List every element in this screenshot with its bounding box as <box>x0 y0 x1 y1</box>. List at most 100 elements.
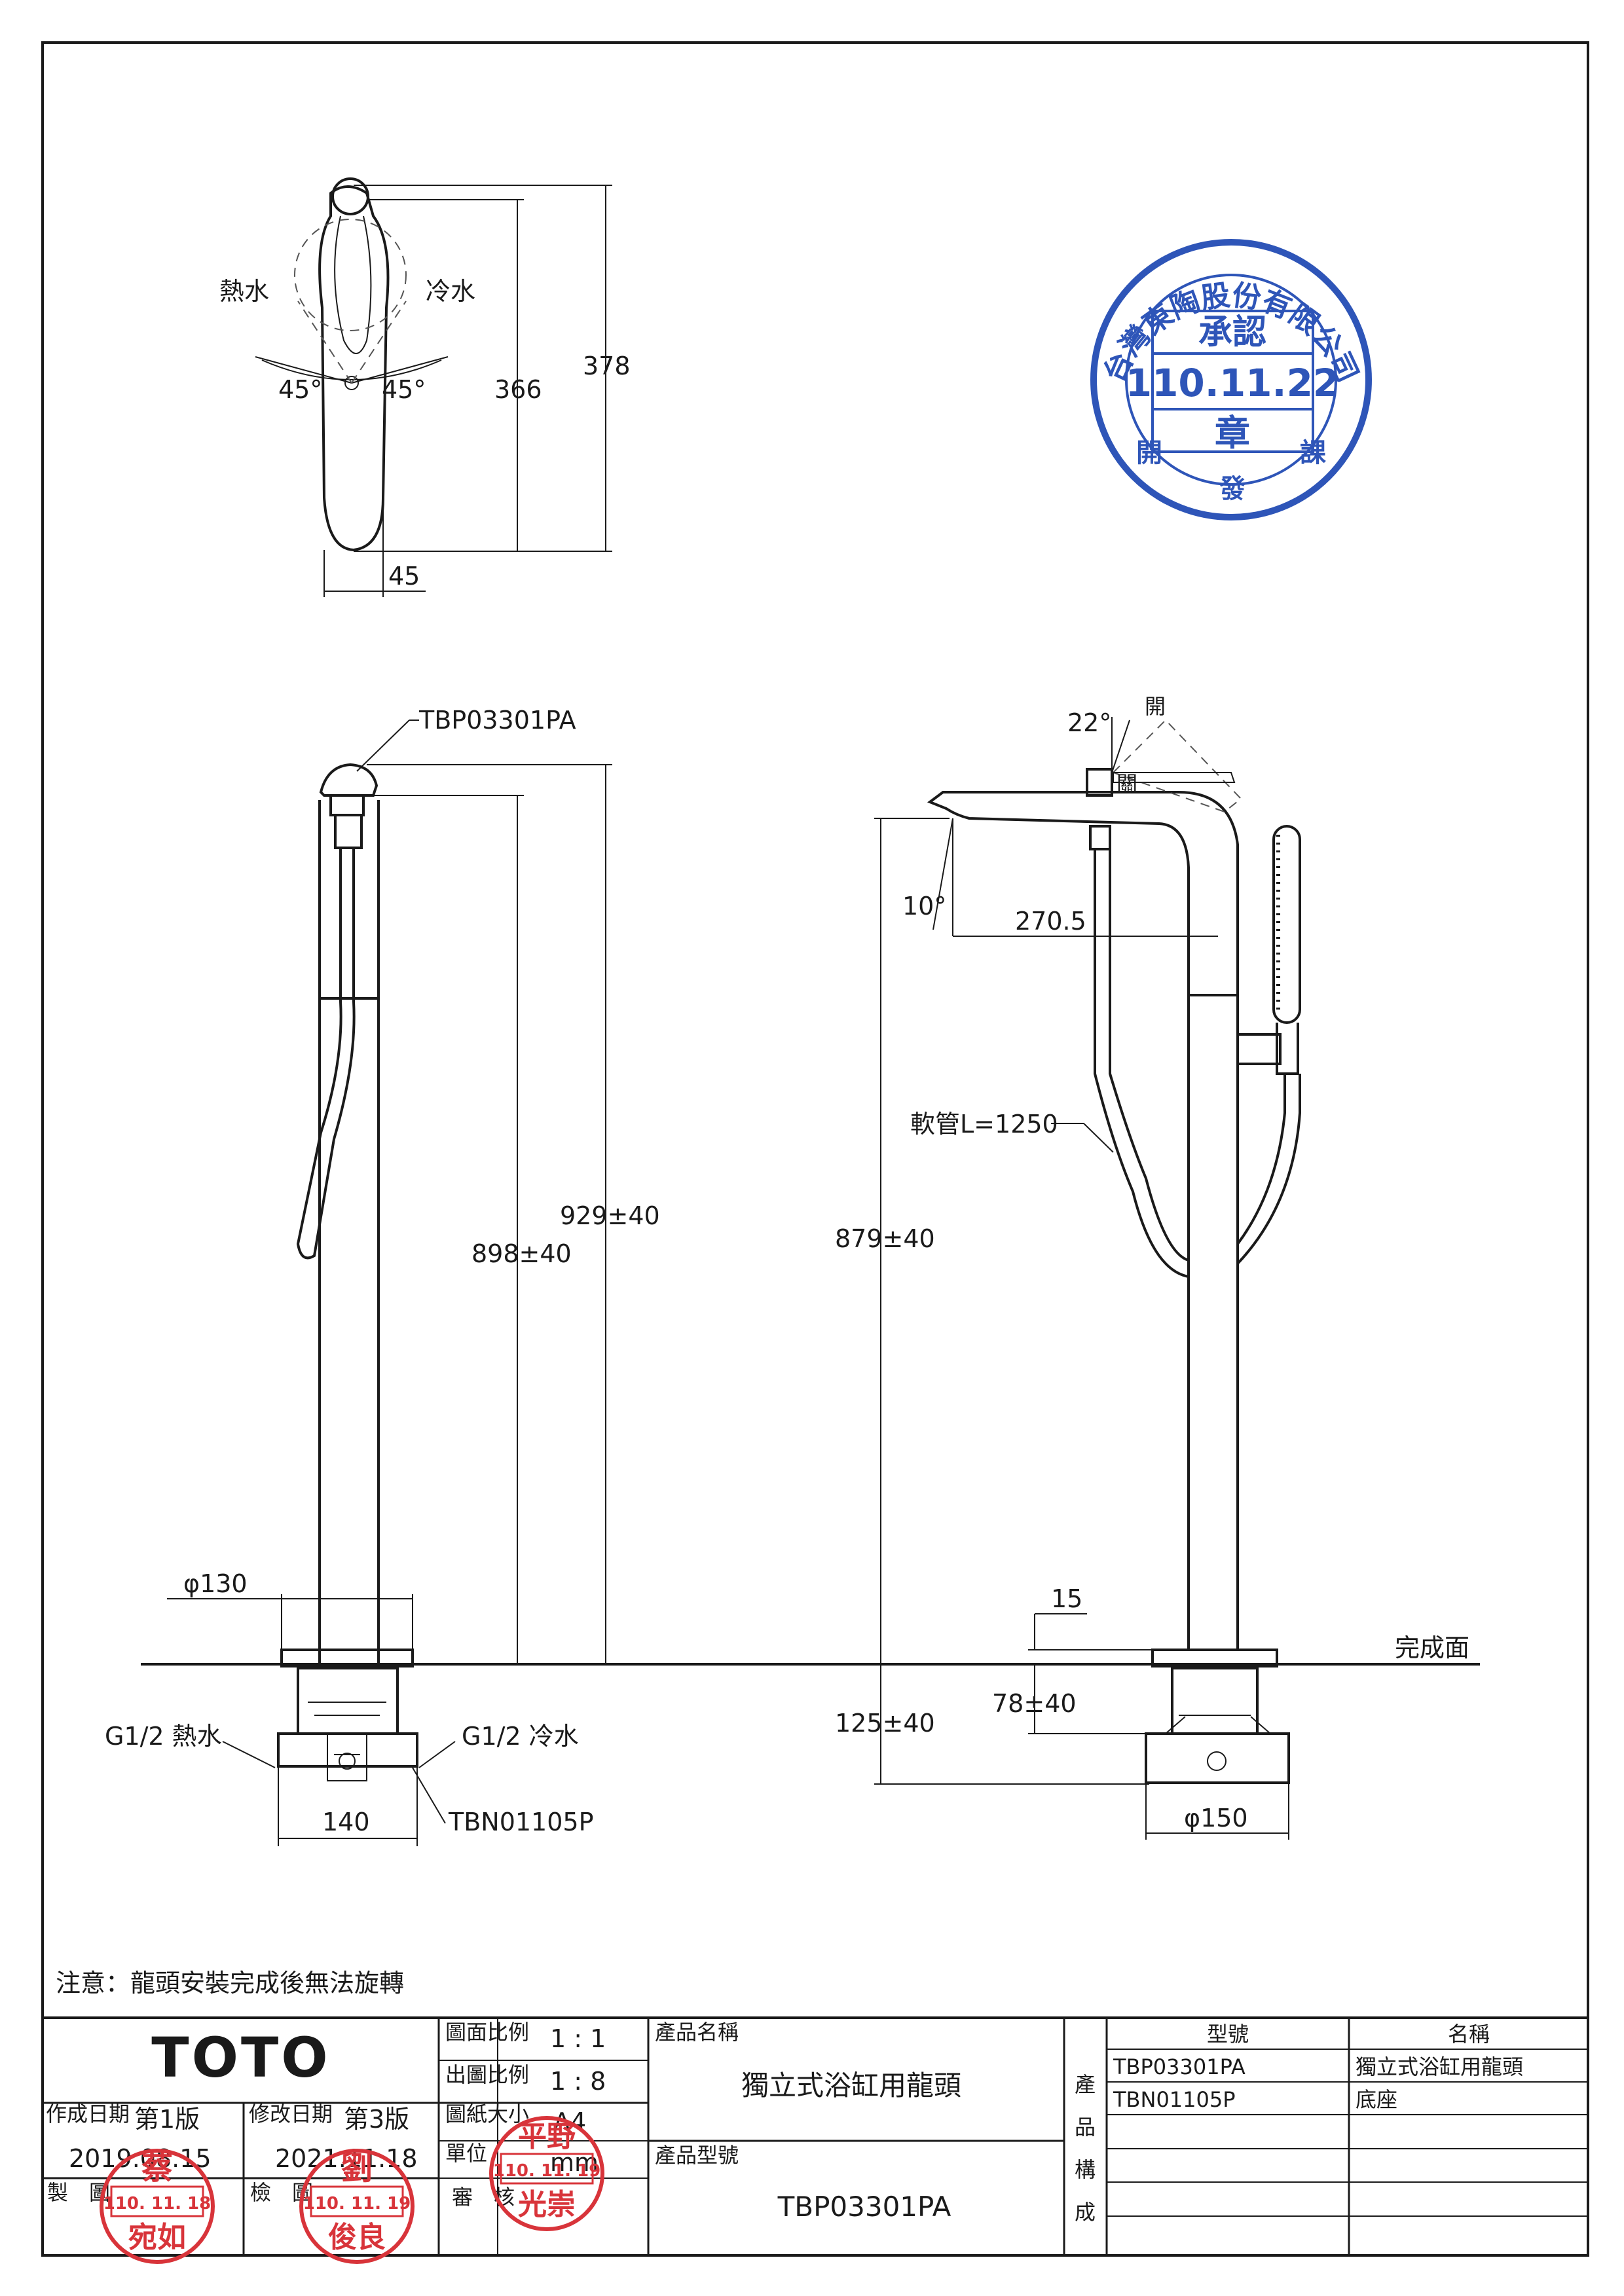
dim-130-label: φ130 <box>183 1569 248 1598</box>
front-view-column <box>318 997 380 1667</box>
parts-header-model: 型號 <box>1207 2022 1249 2047</box>
front-view-mount-base <box>277 1732 418 1768</box>
front-view-mount-body <box>297 1667 399 1735</box>
hot-water-label: 熱水 <box>219 277 269 306</box>
checked-stamp-box <box>310 2185 404 2217</box>
top-view-angle-arc <box>261 359 442 380</box>
top-view-lever <box>334 215 372 354</box>
dim-15-label: 15 <box>1051 1584 1082 1613</box>
front-view: TBP03301PA 898±40 929±40 φ130 G1/2 熱水 G1… <box>105 706 660 1846</box>
dim-78-label: 78±40 <box>992 1689 1077 1718</box>
top-view-dash-left <box>297 301 352 384</box>
created-label: 作成日期 <box>46 2102 130 2126</box>
cold-water-label: 冷水 <box>426 277 475 306</box>
angle-left-label: 45° <box>278 375 322 404</box>
approval-stamp-outer <box>1090 239 1372 520</box>
angle-right-label: 45° <box>382 375 426 404</box>
side-view-handle-closed <box>1113 772 1236 783</box>
side-view-hose-2 <box>1236 1074 1301 1265</box>
approval-stamp-dept-right: 課 <box>1300 438 1326 468</box>
review-stamp-name: 光崇 <box>518 2188 576 2221</box>
approval-stamp-date: 110.11.22 <box>1126 361 1340 405</box>
output-scale-label: 出圖比例 <box>445 2062 529 2087</box>
drawn-stamp-top: 蔡 <box>141 2150 173 2187</box>
drawn-stamp-box <box>110 2185 204 2217</box>
close-label: 關 <box>1116 771 1137 796</box>
modified-label: 修改日期 <box>249 2102 333 2126</box>
front-view-cartridge-2 <box>334 814 363 849</box>
unit-label: 單位 <box>445 2141 487 2166</box>
top-view-escutcheon <box>294 219 407 331</box>
side-view-cartridge <box>1089 825 1111 850</box>
unit: mm <box>550 2148 599 2177</box>
paper-size-label: 圖紙大小 <box>445 2102 529 2126</box>
front-view-cartridge <box>329 794 365 816</box>
drawn-stamp-name: 宛如 <box>128 2221 186 2254</box>
drawn-label: 製 圖 <box>47 2180 110 2205</box>
created-date: 2019.08.15 <box>69 2144 212 2173</box>
review-stamp-top: 平野 <box>518 2120 576 2153</box>
parts-row-2-model: TBN01105P <box>1113 2087 1236 2112</box>
front-model-label: TBP03301PA <box>418 706 576 735</box>
side-view: 22° 開 關 10° 270.5 軟管L=1250 879±40 <box>835 694 1469 1840</box>
review-stamp-circle <box>489 2116 604 2231</box>
title-block: TOTO 圖面比例 1 : 1 出圖比例 1 : 8 圖紙大小 A4 單位 mm… <box>41 2016 1589 2257</box>
front-view-valve <box>339 1753 356 1770</box>
approval-stamp-dept-mid: 發 <box>1219 474 1246 504</box>
output-scale: 1 : 8 <box>550 2067 606 2096</box>
leader-hot-inlet <box>222 1741 276 1768</box>
side-view-mount-body <box>1171 1667 1259 1735</box>
installation-note: 注意：龍頭安裝完成後無法旋轉 <box>56 1969 404 1997</box>
side-view-valve <box>1207 1751 1227 1771</box>
review-stamp-box <box>500 2153 594 2185</box>
product-model: TBP03301PA <box>777 2191 951 2223</box>
composition-label-3: 構 <box>1075 2157 1096 2182</box>
front-view-body-upper <box>318 800 380 1000</box>
dim-140-label: 140 <box>322 1808 370 1836</box>
side-view-10-line-2 <box>932 818 953 930</box>
dim-929-label: 929±40 <box>560 1201 660 1230</box>
top-view-dash-right <box>351 301 407 384</box>
base-model-label: TBN01105P <box>448 1808 594 1836</box>
approval-stamp-seal: 章 <box>1215 412 1250 454</box>
review-stamp: 平野 110. 11. 19 光崇 <box>489 2116 604 2231</box>
side-view-spout <box>927 791 1239 996</box>
angle-open-label: 22° <box>1067 708 1111 737</box>
review-stamp-date: 110. 11. 19 <box>493 2161 601 2181</box>
composition-label-2: 品 <box>1075 2115 1096 2140</box>
modified-version: 第3版 <box>344 2105 409 2134</box>
side-view-22-line <box>1111 720 1130 773</box>
side-view-handle-open <box>1112 719 1242 813</box>
top-view: 熱水 冷水 45° 45° 366 378 45 <box>219 177 631 597</box>
front-view-mount-detail <box>308 1702 386 1781</box>
side-view-handshower-head <box>1272 825 1301 1024</box>
front-view-base-plate <box>280 1649 414 1667</box>
inlet-cold-label: G1/2 冷水 <box>462 1722 579 1751</box>
top-view-pivot <box>344 376 359 390</box>
side-view-column <box>1187 994 1239 1651</box>
checked-stamp-top: 劉 <box>341 2150 373 2187</box>
composition-label-4: 成 <box>1075 2200 1096 2225</box>
side-view-hose <box>1236 1074 1286 1245</box>
approval-stamp-dept-left: 開 <box>1136 438 1162 468</box>
side-view-handle-stem <box>1086 768 1113 797</box>
open-label: 開 <box>1145 694 1166 719</box>
drawn-stamp-date: 110. 11. 18 <box>103 2194 212 2214</box>
leader-model <box>356 720 410 772</box>
hose-label: 軟管L=1250 <box>910 1110 1058 1139</box>
checked-stamp-circle <box>299 2149 415 2264</box>
product-name: 獨立式浴缸用龍頭 <box>741 2069 961 2102</box>
checked-stamp-name: 俊良 <box>328 2221 386 2254</box>
review-label: 審 核 <box>452 2185 515 2210</box>
finish-label: 完成面 <box>1395 1633 1469 1662</box>
side-view-holder <box>1236 1033 1282 1065</box>
composition-label-1: 產 <box>1075 2072 1096 2097</box>
drawing-scale: 1 : 1 <box>550 2024 606 2053</box>
side-view-mount-detail <box>1165 1715 1271 1734</box>
front-view-handle <box>319 763 378 797</box>
leader-hose-2 <box>1083 1123 1114 1153</box>
leader-base-model <box>412 1767 446 1824</box>
dim-898-label: 898±40 <box>471 1239 572 1268</box>
approval-stamp-inner <box>1125 274 1337 486</box>
